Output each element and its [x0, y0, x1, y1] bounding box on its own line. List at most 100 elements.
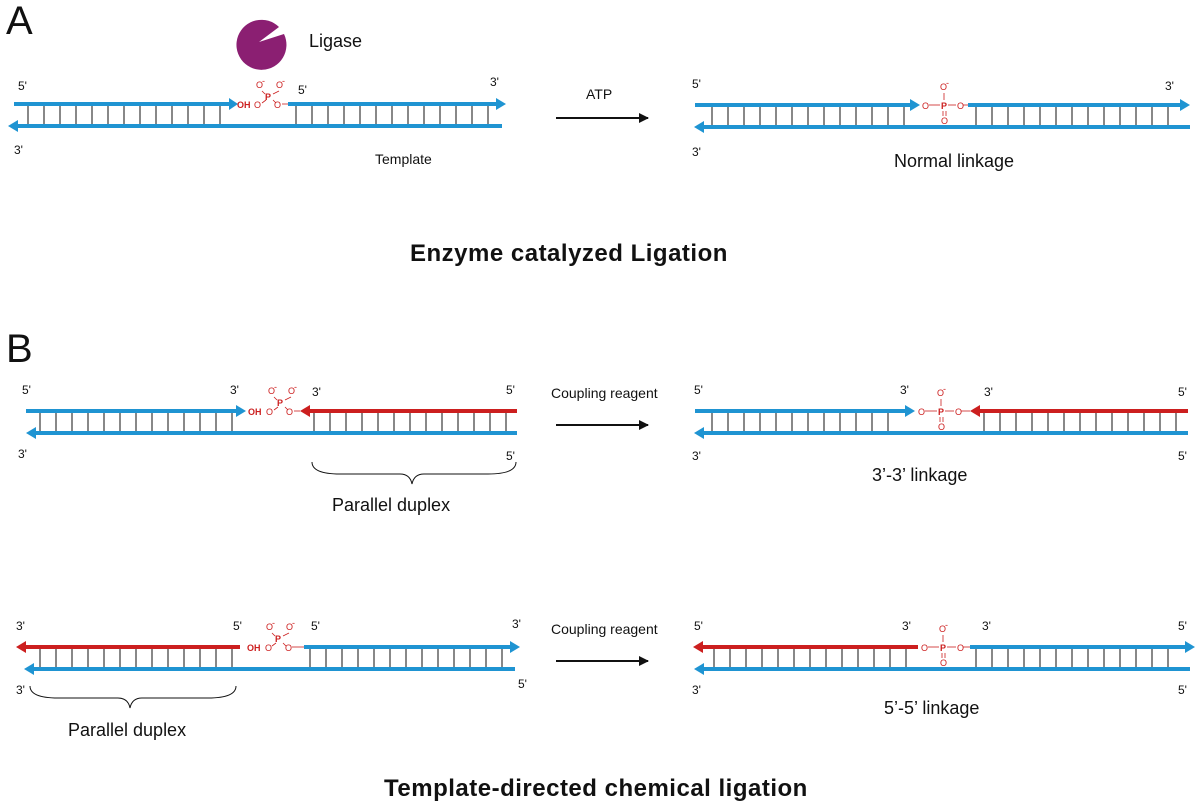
panel-b-row2-substrate-duplex: 3' 5' 5' 3' 3' 5' OH O - O - P O O — [16, 617, 527, 709]
strand-arrowhead — [300, 405, 310, 417]
parallel-duplex-label: Parallel duplex — [68, 720, 186, 740]
strand-top-right-blue — [970, 645, 1185, 649]
svg-text:P: P — [940, 643, 946, 653]
end-label: 3' — [900, 383, 909, 397]
svg-text:P: P — [938, 407, 944, 417]
strand-bottom-blue — [704, 667, 1190, 671]
svg-text:-: - — [282, 76, 285, 86]
svg-text:P: P — [277, 398, 283, 408]
end-label: 5' — [694, 619, 703, 633]
strand-bottom-blue — [34, 667, 515, 671]
end-label: 5' — [694, 383, 703, 397]
strand-arrowhead — [910, 99, 920, 111]
strand-top-left-blue — [26, 409, 236, 413]
atp-label: ATP — [586, 86, 612, 102]
svg-text:P: P — [265, 92, 271, 102]
svg-text:O: O — [957, 101, 964, 111]
strand-top-left-blue — [695, 103, 910, 107]
svg-text:O: O — [921, 643, 928, 653]
strand-top-right-red — [980, 409, 1188, 413]
strand-arrowhead — [510, 641, 520, 653]
end-label: 3' — [692, 145, 701, 159]
coupling-reagent-label: Coupling reagent — [551, 385, 658, 401]
svg-text:O: O — [254, 100, 261, 110]
phosphate-linkage: O O - P O O — [922, 78, 968, 126]
strand-arrowhead — [1180, 99, 1190, 111]
strand-arrowhead — [905, 405, 915, 417]
strand-arrowhead — [229, 98, 238, 110]
panel-a-letter: A — [6, 0, 33, 43]
strand-arrowhead — [694, 427, 704, 439]
svg-text:O: O — [957, 643, 964, 653]
end-label: 5' — [18, 79, 27, 93]
strand-arrowhead — [1185, 641, 1195, 653]
strand-arrowhead — [236, 405, 246, 417]
end-label: 3' — [490, 75, 499, 89]
end-label: 5' — [1178, 619, 1187, 633]
panel-b-row1-product-duplex: 5' 3' 3' 5' 3' 5' O O - P O O — [692, 383, 1188, 463]
strand-arrowhead — [694, 663, 704, 675]
svg-text:-: - — [292, 618, 295, 628]
strand-arrowhead — [8, 120, 18, 132]
parallel-duplex-label: Parallel duplex — [332, 495, 450, 515]
end-label: 5' — [22, 383, 31, 397]
panel-a-substrate-duplex: 5' 5' 3' 3' OH O - O - P O O — [8, 75, 506, 157]
strand-bottom-blue — [36, 431, 517, 435]
svg-text:O: O — [285, 643, 292, 653]
end-label: 5' — [518, 677, 527, 691]
strand-top-left-red — [26, 645, 240, 649]
end-label: 3' — [902, 619, 911, 633]
strand-top-right-blue — [288, 102, 496, 106]
svg-text:P: P — [941, 101, 947, 111]
svg-text:O: O — [266, 622, 273, 632]
panel-b-row2-product-duplex: 5' 3' 3' 5' 3' 5' O O - P O O — [692, 619, 1195, 697]
section-title-b: Template-directed chemical ligation — [384, 775, 808, 802]
end-label: 3' — [18, 447, 27, 461]
strand-arrowhead — [24, 663, 34, 675]
svg-text:O: O — [256, 80, 263, 90]
section-title-a: Enzyme catalyzed Ligation — [410, 240, 728, 267]
strand-arrowhead — [970, 405, 980, 417]
hydroxyl-group: OH — [237, 100, 251, 110]
end-label: 5' — [233, 619, 242, 633]
hydroxyl-group: OH — [248, 407, 262, 417]
svg-text:-: - — [274, 382, 277, 392]
svg-text:O: O — [941, 116, 948, 126]
coupling-reagent-label: Coupling reagent — [551, 621, 658, 637]
svg-text:O: O — [939, 624, 946, 634]
panel-b-letter: B — [6, 327, 33, 371]
svg-text:O: O — [274, 100, 281, 110]
normal-linkage-label: Normal linkage — [894, 151, 1014, 171]
parallel-duplex-brace — [311, 461, 517, 485]
svg-text:-: - — [272, 618, 275, 628]
strand-top-right-blue — [968, 103, 1180, 107]
svg-text:-: - — [943, 384, 946, 394]
three-three-linkage-label: 3’-3’ linkage — [872, 465, 967, 485]
svg-text:O: O — [288, 386, 295, 396]
svg-text:-: - — [294, 382, 297, 392]
strand-top-right-blue — [304, 645, 510, 649]
svg-text:O: O — [938, 422, 945, 432]
end-label: 3' — [16, 683, 25, 697]
ligase-label: Ligase — [309, 31, 362, 51]
svg-text:O: O — [268, 386, 275, 396]
strand-bottom-blue — [704, 125, 1190, 129]
phosphate-group: O - O - P O O — [265, 618, 304, 653]
svg-text:O: O — [286, 407, 293, 417]
svg-text:-: - — [262, 76, 265, 86]
end-label: 3' — [16, 619, 25, 633]
end-label: 3' — [14, 143, 23, 157]
end-label: 3' — [312, 385, 321, 399]
end-label: 3' — [230, 383, 239, 397]
end-label: 5' — [1178, 683, 1187, 697]
phosphate-linkage: O O - P O O — [918, 384, 970, 432]
end-label: 5' — [506, 449, 515, 463]
end-label: 3' — [982, 619, 991, 633]
strand-arrowhead — [16, 641, 26, 653]
svg-text:O: O — [918, 407, 925, 417]
svg-text:O: O — [922, 101, 929, 111]
panel-a-product-duplex: 5' 3' 3' O O - P O O — [692, 77, 1190, 159]
strand-top-left-blue — [695, 409, 905, 413]
phosphate-linkage: O O - P O O — [921, 620, 970, 668]
